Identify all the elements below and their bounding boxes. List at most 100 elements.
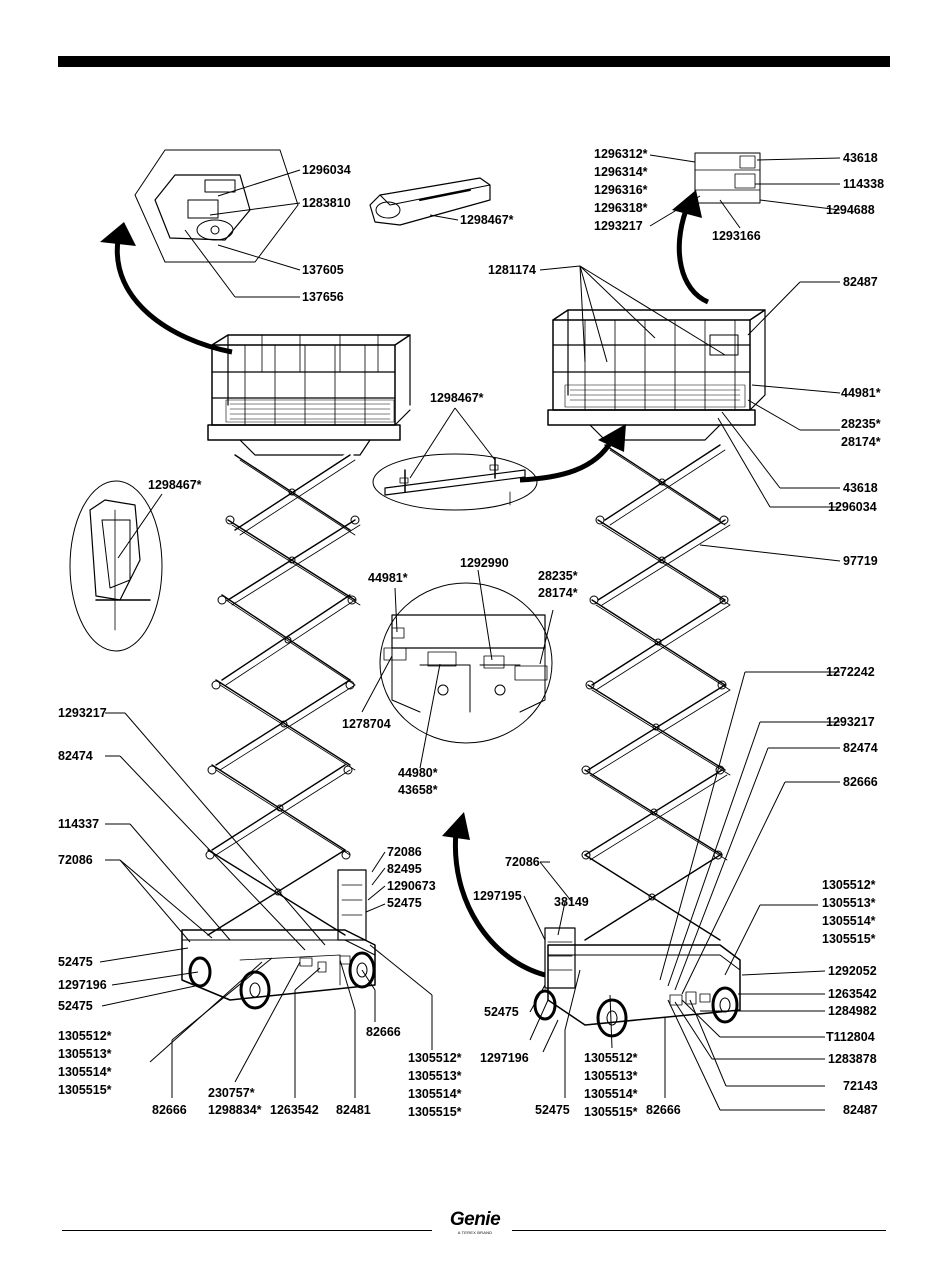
part-label: 44981* — [841, 386, 881, 400]
part-label: 43618 — [843, 151, 878, 165]
part-label: 82666 — [646, 1103, 681, 1117]
part-label: 1296316* — [594, 183, 648, 197]
right-scissor-lift-illustration — [533, 309, 766, 1038]
part-label: 82487 — [843, 275, 878, 289]
part-label: 97719 — [843, 554, 878, 568]
footer-rule-left — [62, 1230, 432, 1231]
control-box-detail — [134, 149, 299, 263]
part-label: 1272242 — [826, 665, 875, 679]
genie-logo: Genie A TEREX BRAND — [440, 1209, 510, 1236]
part-label: 43618 — [843, 481, 878, 495]
part-label: 82495 — [387, 862, 422, 876]
part-label: 114338 — [843, 177, 884, 191]
part-label: 1296034 — [302, 163, 351, 177]
part-label: 1292990 — [460, 556, 509, 570]
controller-tray-detail — [369, 177, 491, 226]
part-label: 52475 — [58, 955, 93, 969]
logo-wordmark: Genie — [449, 1209, 501, 1230]
part-label: 28235* — [538, 569, 578, 583]
part-label: 1296034 — [828, 500, 877, 514]
part-number-labels: 1296034 1283810 137605 137656 1298467* 1… — [58, 147, 884, 1119]
part-label: 1293217 — [58, 706, 107, 720]
header-rule — [58, 56, 890, 67]
part-label: 1298467* — [430, 391, 484, 405]
part-label: 1293217 — [826, 715, 875, 729]
part-label: 52475 — [387, 896, 422, 910]
part-label: 1296312* — [594, 147, 648, 161]
part-label: 72086 — [58, 853, 93, 867]
part-label: 44981* — [368, 571, 408, 585]
part-label: 1305514* — [408, 1087, 462, 1101]
part-label: 1305513* — [584, 1069, 638, 1083]
part-label: 1293166 — [712, 229, 761, 243]
logo-tagline: A TEREX BRAND — [457, 1230, 493, 1235]
part-label: 1263542 — [270, 1103, 319, 1117]
part-label: 1305512* — [58, 1029, 112, 1043]
part-label: 1305515* — [822, 932, 876, 946]
part-label: 1297195 — [473, 889, 522, 903]
part-label: 137605 — [302, 263, 344, 277]
part-label: 1278704 — [342, 717, 391, 731]
part-label: 1305512* — [822, 878, 876, 892]
part-label: 82474 — [58, 749, 93, 763]
part-label: T112804 — [826, 1030, 875, 1044]
part-label: 1305514* — [58, 1065, 112, 1079]
part-label: 1290673 — [387, 879, 436, 893]
part-label: 114337 — [58, 817, 99, 831]
part-label: 38149 — [554, 895, 589, 909]
part-label: 82487 — [843, 1103, 878, 1117]
part-label: 230757* — [208, 1086, 255, 1100]
part-label: 1283810 — [302, 196, 351, 210]
part-label: 1296318* — [594, 201, 648, 215]
part-label: 1305515* — [408, 1105, 462, 1119]
callout-arrows — [100, 190, 710, 978]
part-label: 72086 — [505, 855, 540, 869]
part-label: 1305513* — [822, 896, 876, 910]
leader-lines — [99, 154, 841, 1111]
gate-detail — [69, 480, 163, 652]
part-label: 1305513* — [58, 1047, 112, 1061]
platform-decal-panel — [694, 152, 761, 204]
part-label: 52475 — [484, 1005, 519, 1019]
part-label: 28174* — [841, 435, 881, 449]
decal-cluster-detail — [379, 582, 553, 744]
part-label: 28174* — [538, 586, 578, 600]
part-label: 28235* — [841, 417, 881, 431]
part-label: 1305515* — [584, 1105, 638, 1119]
part-label: 72143 — [843, 1079, 878, 1093]
part-label: 44980* — [398, 766, 438, 780]
part-label: 1281174 — [488, 263, 536, 277]
part-label: 52475 — [58, 999, 93, 1013]
part-label: 1305514* — [822, 914, 876, 928]
part-label: 1296314* — [594, 165, 648, 179]
part-label: 82666 — [152, 1103, 187, 1117]
part-label: 82481 — [336, 1103, 371, 1117]
footer-rule-right — [512, 1230, 886, 1231]
part-label: 1305514* — [584, 1087, 638, 1101]
part-label: 1298467* — [460, 213, 514, 227]
part-label: 1284982 — [828, 1004, 877, 1018]
part-label: 1293217 — [594, 219, 643, 233]
part-label: 137656 — [302, 290, 344, 304]
part-label: 82666 — [366, 1025, 401, 1039]
part-label: 43658* — [398, 783, 438, 797]
part-label: 1305513* — [408, 1069, 462, 1083]
part-label: 1305512* — [408, 1051, 462, 1065]
part-label: 1305512* — [584, 1051, 638, 1065]
part-label: 1305515* — [58, 1083, 112, 1097]
part-label: 1297196 — [480, 1051, 529, 1065]
part-label: 72086 — [387, 845, 422, 859]
part-label: 82474 — [843, 741, 878, 755]
part-label: 1297196 — [58, 978, 107, 992]
part-label: 82666 — [843, 775, 878, 789]
part-label: 1292052 — [828, 964, 877, 978]
part-label: 52475 — [535, 1103, 570, 1117]
guardrail-detail — [372, 453, 538, 511]
part-label: 1298834* — [208, 1103, 262, 1117]
part-label: 1294688 — [826, 203, 875, 217]
part-label: 1283878 — [828, 1052, 877, 1066]
part-label: 1263542 — [828, 987, 877, 1001]
part-label: 1298467* — [148, 478, 202, 492]
